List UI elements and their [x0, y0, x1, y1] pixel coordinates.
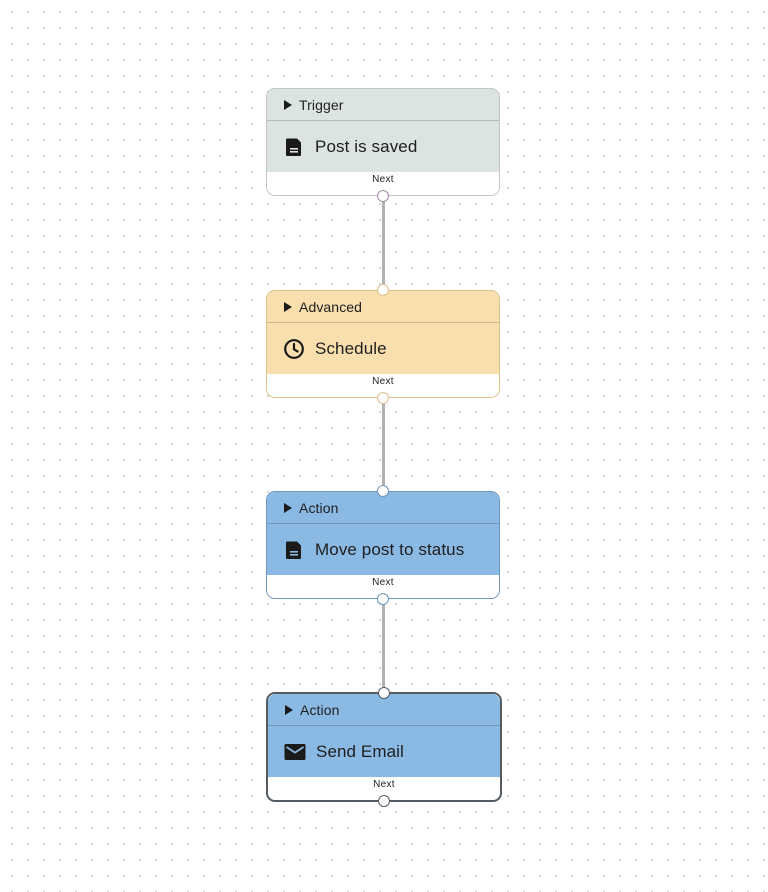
node-body[interactable]: Schedule — [267, 323, 499, 374]
workflow-node-advanced[interactable]: Advanced Schedule Next — [266, 284, 500, 404]
expand-caret-icon[interactable] — [284, 100, 292, 110]
node-footer: Next — [268, 777, 500, 800]
node-header[interactable]: Trigger — [267, 89, 499, 121]
next-label: Next — [372, 376, 394, 387]
next-label: Next — [372, 174, 394, 185]
node-title: Move post to status — [315, 539, 465, 559]
input-handle[interactable] — [377, 284, 389, 296]
output-handle[interactable] — [378, 795, 390, 807]
workflow-node-action[interactable]: Action Move post to status Next — [266, 485, 500, 605]
workflow-node-trigger[interactable]: Trigger Post is saved Next — [266, 88, 500, 202]
next-label: Next — [373, 779, 395, 790]
node-footer: Next — [267, 172, 499, 195]
document-icon — [283, 136, 305, 158]
output-handle[interactable] — [377, 190, 389, 202]
next-label: Next — [372, 577, 394, 588]
node-header[interactable]: Action — [267, 492, 499, 524]
clock-icon — [283, 338, 305, 360]
connector-edge[interactable] — [382, 198, 385, 290]
input-handle[interactable] — [378, 687, 390, 699]
node-type-label: Advanced — [299, 298, 363, 315]
document-icon — [283, 539, 305, 561]
workflow-node-action[interactable]: Action Send Email Next — [266, 687, 502, 807]
node-body[interactable]: Post is saved — [267, 121, 499, 172]
connector-edge[interactable] — [382, 400, 385, 491]
node-header[interactable]: Advanced — [267, 291, 499, 323]
input-handle[interactable] — [377, 485, 389, 497]
output-handle[interactable] — [377, 593, 389, 605]
node-type-label: Action — [299, 499, 339, 516]
node-header[interactable]: Action — [268, 694, 500, 726]
node-title: Schedule — [315, 338, 387, 358]
node-type-label: Trigger — [299, 96, 344, 113]
node-footer: Next — [267, 575, 499, 598]
node-title: Post is saved — [315, 136, 418, 156]
connector-edge[interactable] — [382, 601, 385, 692]
node-title: Send Email — [316, 741, 404, 761]
node-type-label: Action — [300, 701, 340, 718]
expand-caret-icon[interactable] — [284, 503, 292, 513]
node-body[interactable]: Move post to status — [267, 524, 499, 575]
node-body[interactable]: Send Email — [268, 726, 500, 777]
node-footer: Next — [267, 374, 499, 397]
expand-caret-icon[interactable] — [284, 302, 292, 312]
mail-icon — [284, 741, 306, 763]
expand-caret-icon[interactable] — [285, 705, 293, 715]
output-handle[interactable] — [377, 392, 389, 404]
